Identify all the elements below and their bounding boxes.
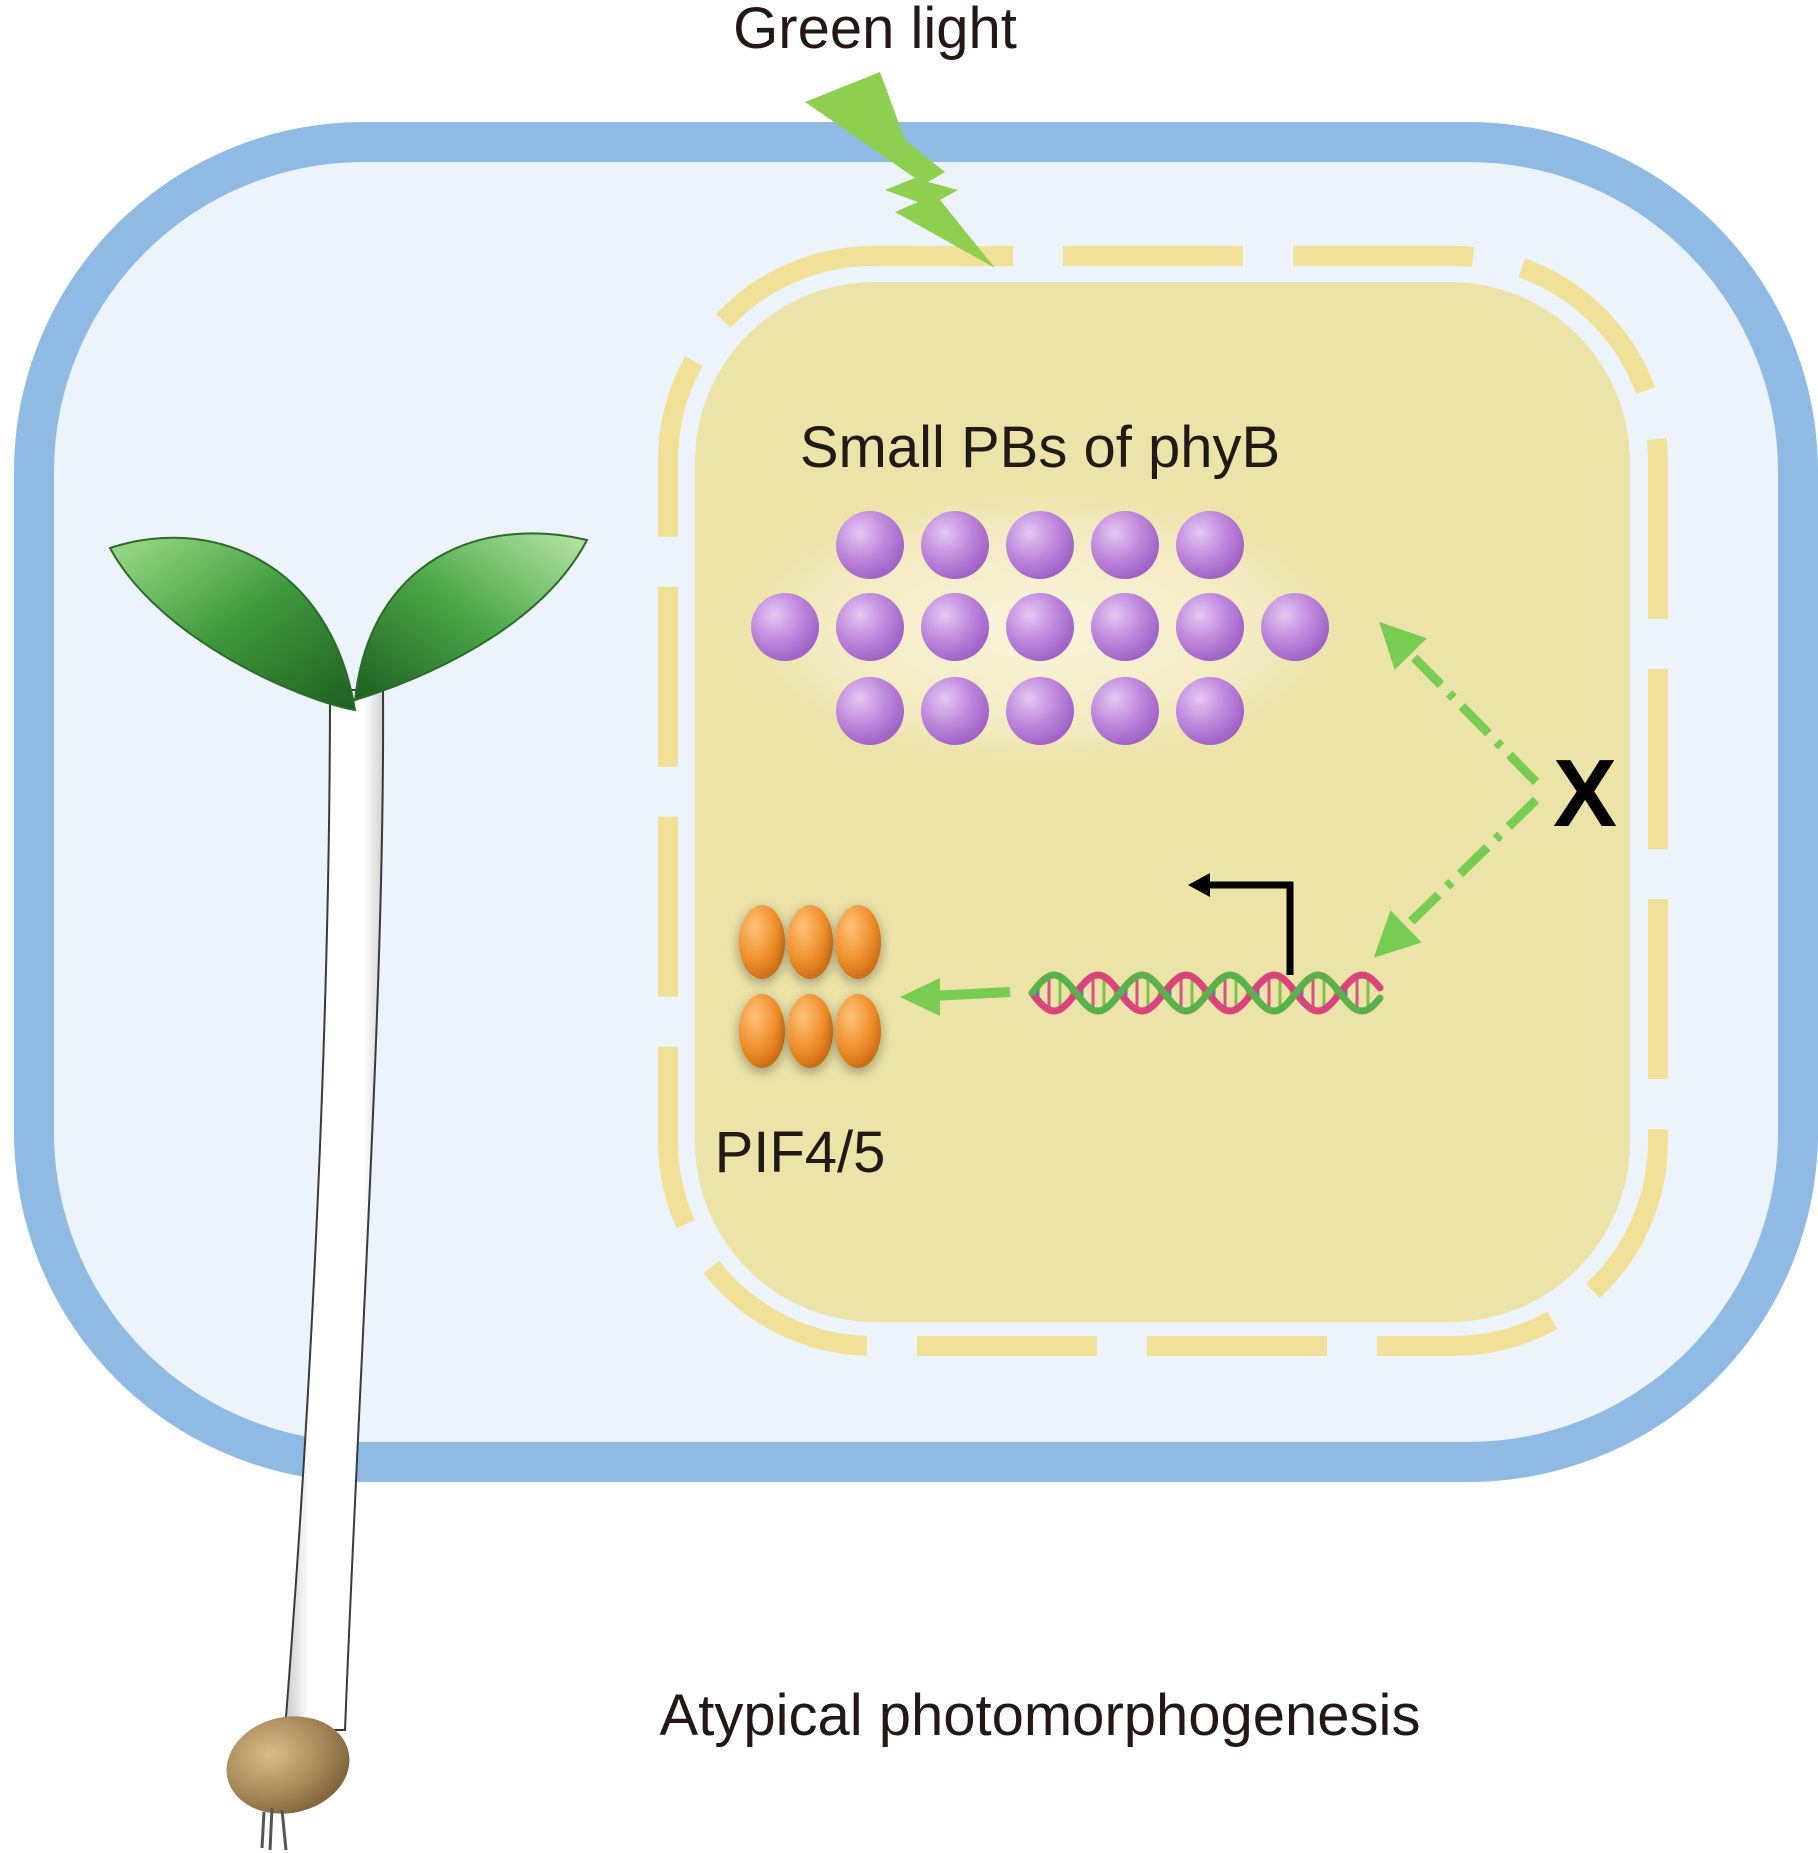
- arrow-gene-to-pif-head: [900, 978, 940, 1016]
- pif-protein: [835, 994, 881, 1068]
- arrow-x-to-gene: [1373, 796, 1540, 958]
- pif-protein: [787, 994, 833, 1068]
- seedling-icon: [108, 532, 589, 1851]
- phyB-body: [1091, 511, 1159, 579]
- cotyledon-right: [353, 532, 589, 702]
- stimulus-label: Green light: [733, 0, 1017, 61]
- phyB-body: [1006, 593, 1074, 661]
- phyB-body: [921, 511, 989, 579]
- dna-strand: [1028, 971, 1384, 1015]
- phyB-body: [751, 593, 819, 661]
- condensates-label: Small PBs of phyB: [800, 415, 1280, 480]
- phenotype-label: Atypical photomorphogenesis: [660, 1683, 1421, 1748]
- phyB-body: [1006, 677, 1074, 745]
- phyB-body: [1091, 593, 1159, 661]
- transcription-start-arrow-icon: [1205, 881, 1294, 975]
- hypocotyl: [283, 689, 385, 1731]
- phyB-body: [1176, 511, 1244, 579]
- protein-label: PIF4/5: [715, 1120, 886, 1185]
- seed-coat: [226, 1716, 350, 1814]
- dna-double-helix-icon: [1028, 971, 1384, 1015]
- pif-protein: [835, 905, 881, 979]
- radicle: [260, 1807, 288, 1851]
- factor-x-label: X: [1553, 740, 1617, 847]
- phyB-body: [1261, 593, 1329, 661]
- phyB-body: [1176, 593, 1244, 661]
- phyB-body: [836, 511, 904, 579]
- phyB-body: [921, 677, 989, 745]
- pif-protein: [787, 905, 833, 979]
- transcription-arrowhead: [1188, 873, 1210, 897]
- pif-protein: [739, 994, 785, 1068]
- cotyledon-left: [108, 536, 357, 712]
- nuclear-envelope: [658, 246, 1668, 1356]
- phyB-photobodies: [751, 511, 1329, 745]
- phyB-body: [1176, 677, 1244, 745]
- phyB-body: [836, 677, 904, 745]
- phyB-body: [921, 593, 989, 661]
- phyB-body: [836, 593, 904, 661]
- phyB-body: [1091, 677, 1159, 745]
- phyB-body: [1006, 511, 1074, 579]
- lightning-bolt-icon: [805, 72, 995, 268]
- pif-proteins: [739, 905, 881, 1068]
- pif-protein: [739, 905, 785, 979]
- arrow-x-to-phyB: [1379, 621, 1540, 786]
